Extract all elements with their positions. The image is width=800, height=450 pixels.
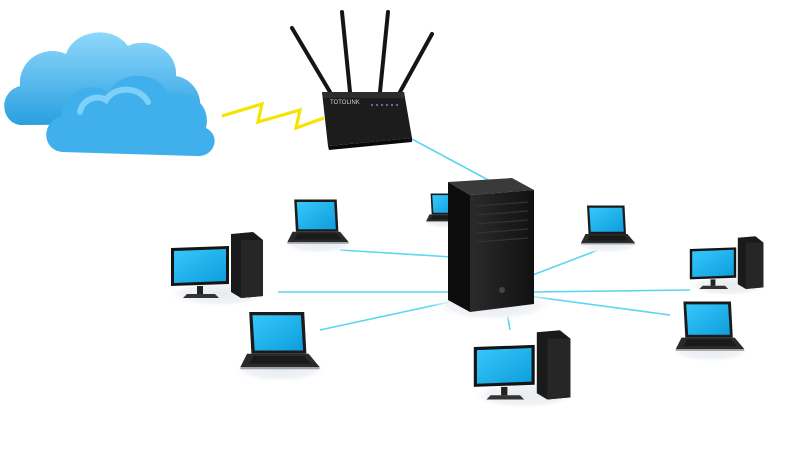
laptop-icon bbox=[231, 312, 329, 383]
link-laptop-top-right bbox=[524, 249, 599, 279]
link-desktop-right bbox=[529, 289, 691, 293]
laptop-icon bbox=[575, 205, 641, 254]
router-icon: TOTOLINK bbox=[290, 10, 434, 150]
desktop-icon bbox=[686, 236, 770, 297]
link-router bbox=[409, 137, 493, 183]
desktop-icon bbox=[167, 232, 271, 307]
router-brand-label: TOTOLINK bbox=[330, 100, 360, 106]
connection-links bbox=[221, 101, 691, 331]
desktop-icon bbox=[469, 330, 579, 409]
laptop-icon bbox=[280, 199, 356, 254]
network-nodes: TOTOLINK bbox=[4, 10, 770, 409]
laptop-icon bbox=[668, 301, 752, 363]
link-laptop-bottom-right bbox=[527, 295, 671, 316]
cloud-icon bbox=[4, 32, 215, 157]
wireless-link-icon bbox=[221, 101, 325, 131]
server-icon bbox=[431, 178, 555, 321]
link-laptop-top-left bbox=[339, 249, 469, 259]
